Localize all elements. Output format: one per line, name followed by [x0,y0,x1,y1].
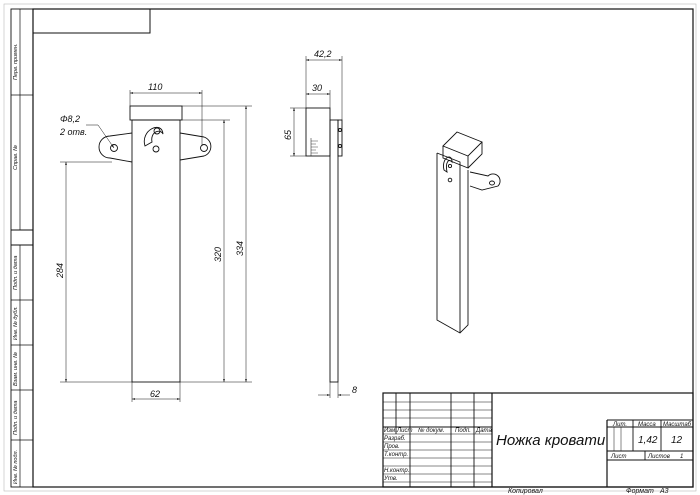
slot-hole-bottom [152,145,160,153]
tb-sheets-value: 1 [680,454,683,460]
side-label-dup: Инв. № дубл. [13,306,19,340]
dim-width-bottom: 62 [150,389,160,399]
tb-mass-value: 1,42 [638,435,658,446]
dim-hole-diameter: Φ8,2 [60,114,80,124]
top-left-stamp [32,8,151,34]
dim-thickness: 8 [352,385,357,395]
iso-leg [436,153,469,334]
drawing-title: Ножка кровати [496,432,606,449]
front-view [98,105,212,383]
front-top-plate [129,105,183,121]
dim-depth-total: 42,2 [314,49,332,59]
tb-prov: Пров. [384,444,400,450]
slot-hole-top [153,127,161,135]
tb-date: Дата [475,428,492,434]
tb-razrab: Разраб. [384,436,406,442]
isometric-view [436,131,501,334]
side-label-replace: Взам. инв. № [13,352,19,386]
iso-ear [469,171,501,191]
tb-sheets-label: Листов [647,454,670,460]
tb-scale-value: 12 [671,435,683,446]
dim-depth-plate: 30 [312,83,322,93]
dim-height-inner: 320 [213,247,223,262]
tb-doc: № докум. [418,427,444,434]
tb-utv: Утв. [383,476,398,482]
left-hole [110,144,118,152]
tb-tkontr: Т.контр. [384,452,408,458]
left-ear [98,132,133,163]
dim-height-plate: 65 [283,129,293,140]
tb-sign: Подп. [455,428,471,434]
side-label-orig: Инв. № подл. [13,450,19,484]
title-block [382,392,694,488]
copied-label: Копировал [508,488,543,495]
side-ear [337,119,343,157]
tb-nkontr: Н.контр. [384,468,409,474]
front-dimensions [60,90,252,402]
right-ear [179,132,212,161]
right-hole [200,144,208,152]
tb-izm: Изм. [384,428,397,434]
tb-lit-label: Лит. [612,422,627,428]
tb-mass-label: Масса [638,422,656,428]
tb-list: Лист [396,428,412,434]
side-leg [329,119,339,383]
front-leg [131,119,181,383]
dim-width-top: 110 [148,82,162,92]
side-label-sign-1: Подп. и дата [13,256,19,290]
side-plate [305,107,331,157]
side-label-sign-2: Подп. и дата [13,401,19,435]
sheet-border [3,3,697,492]
dim-height-left: 284 [55,263,65,279]
side-label-first-use: Перв. примен. [13,43,19,80]
format-label: Формат [626,488,654,495]
iso-hook-slot [443,156,453,173]
side-label-ref: Справ. № [13,145,19,170]
format-value: А3 [659,488,669,495]
dim-height-outer: 334 [235,241,245,256]
tb-scale-label: Масштаб [663,422,692,428]
hook-slot [143,126,164,147]
iso-top-plate [442,131,483,157]
tb-sheet-label: Лист [610,454,626,460]
side-view [305,107,343,383]
dim-hole-count: 2 отв. [59,127,87,137]
side-dimensions [290,56,350,398]
side-strip: Перв. примен. Справ. № Подп. и дата Инв.… [10,8,34,488]
